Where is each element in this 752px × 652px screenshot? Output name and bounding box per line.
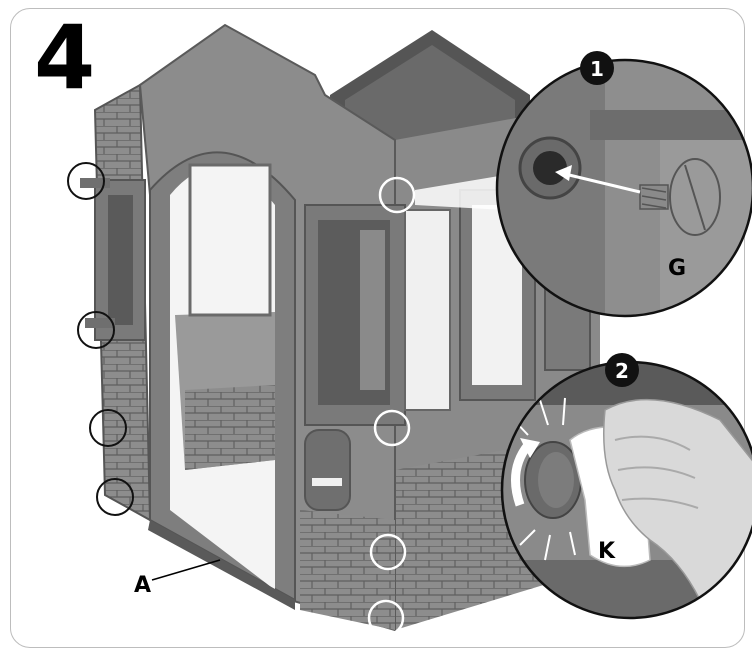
instruction-panel-frame (10, 8, 745, 648)
label-part-g: G (668, 256, 686, 281)
inset-1-number: 1 (590, 57, 604, 81)
hand (603, 398, 752, 601)
screw-marker-2 (77, 311, 115, 349)
label-a-leader (151, 559, 221, 581)
label-part-k: K (598, 539, 616, 564)
screw-marker-1 (67, 162, 105, 200)
inset-2-badge (605, 353, 639, 387)
front-wall (138, 23, 451, 632)
screw-markers-left (67, 162, 134, 516)
screw-marker-8 (367, 599, 405, 637)
screw-marker-4 (96, 478, 134, 516)
screw-marker-7 (369, 533, 407, 571)
screw-markers-corner (367, 176, 416, 637)
inset-1-badge (580, 51, 614, 85)
back-gable (330, 30, 530, 150)
zoom-leader (415, 175, 505, 210)
screw-marker-5 (378, 176, 416, 214)
screw-marker-3 (89, 409, 127, 447)
left-brick-wall (80, 83, 152, 522)
label-part-a: A (134, 573, 151, 598)
inset-2-number: 2 (615, 359, 629, 383)
step-number: 4 (34, 6, 95, 109)
detail-inset-1: G 1 (495, 51, 752, 318)
screw-g (639, 158, 721, 236)
screw-marker-6 (373, 409, 411, 447)
